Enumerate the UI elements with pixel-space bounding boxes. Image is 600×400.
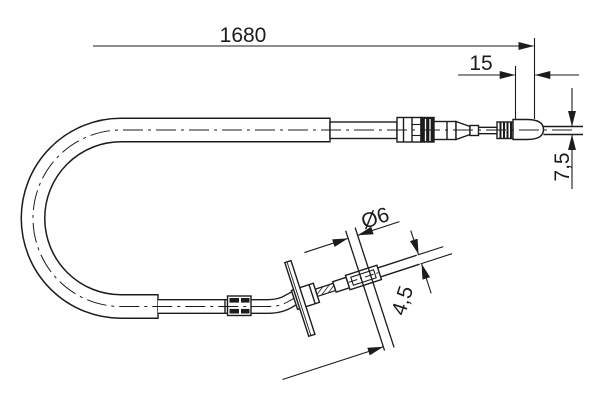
clevis-pin xyxy=(345,230,386,351)
clevis-centerline xyxy=(348,272,379,283)
dim-cap-length xyxy=(458,66,579,120)
dim-label-eyelet-diameter: 7,5 xyxy=(551,152,574,181)
threaded-rod xyxy=(314,282,337,298)
dimension-annotations xyxy=(93,38,579,189)
dim-rod-diameter xyxy=(409,230,453,294)
cable-centerline xyxy=(32,129,572,307)
dim-overall-length xyxy=(93,38,536,119)
cable-loop-sheath xyxy=(20,117,331,319)
dim-leader-arrow xyxy=(282,346,384,381)
lever-end-assembly: Ø6 4,5 xyxy=(282,203,453,381)
dim-label-rod-diameter: 4,5 xyxy=(387,283,418,318)
clevis-body xyxy=(344,264,383,291)
lever-plate xyxy=(283,259,316,338)
dim-label-cap-length: 15 xyxy=(469,52,492,75)
lower-compensator-fitting xyxy=(226,295,252,317)
cable-body: Ø6 4,5 xyxy=(20,116,583,381)
dim-label-overall-length: 1680 xyxy=(220,24,267,47)
dim-label-pin-diameter: Ø6 xyxy=(358,203,392,234)
dim-pin-diameter xyxy=(282,221,400,381)
pull-rod xyxy=(377,254,417,269)
